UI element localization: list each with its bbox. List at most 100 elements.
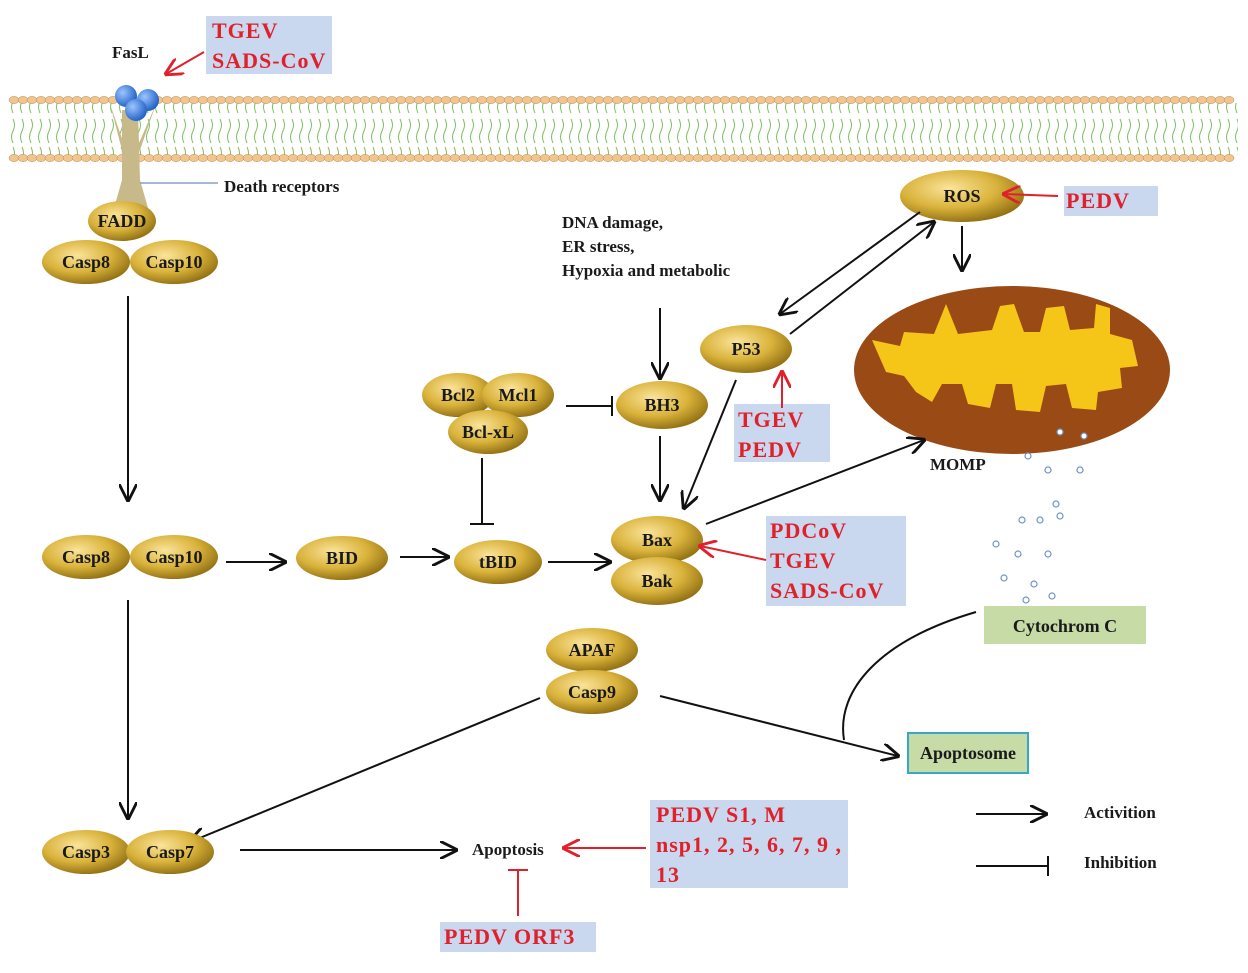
arrow-p53-to-bax — [684, 379, 737, 508]
phospholipid-head — [512, 154, 524, 162]
phospholipid-head — [107, 154, 119, 162]
phospholipid-head — [332, 154, 344, 162]
phospholipid-head — [764, 96, 776, 104]
phospholipid-head — [17, 154, 29, 162]
phospholipid-head — [836, 154, 848, 162]
fadd-label: FADD — [98, 211, 147, 231]
phospholipid-head — [836, 96, 848, 104]
phospholipid-head — [1097, 154, 1109, 162]
phospholipid-head — [575, 96, 587, 104]
phospholipid-head — [1196, 154, 1208, 162]
phospholipid-head — [737, 96, 749, 104]
phospholipid-head — [305, 154, 317, 162]
phospholipid-head — [314, 154, 326, 162]
phospholipid-head — [530, 96, 542, 104]
phospholipid-head — [269, 96, 281, 104]
phospholipid-head — [26, 96, 38, 104]
phospholipid-head — [773, 96, 785, 104]
ros-virus-1: PEDV — [1066, 188, 1130, 213]
phospholipid-head — [584, 154, 596, 162]
phospholipid-head — [161, 154, 173, 162]
arrow-casp9-to-apoptosome — [659, 695, 898, 756]
phospholipid-head — [629, 154, 641, 162]
phospholipid-head — [998, 154, 1010, 162]
phospholipid-head — [152, 154, 164, 162]
phospholipid-head — [1205, 96, 1217, 104]
phospholipid-head — [1034, 96, 1046, 104]
phospholipid-head — [764, 154, 776, 162]
phospholipid-head — [395, 154, 407, 162]
orf3-virus-label: PEDV ORF3 — [444, 924, 575, 949]
phospholipid-head — [35, 96, 47, 104]
phospholipid-head — [620, 96, 632, 104]
phospholipid-head — [179, 154, 191, 162]
stress-line-1: DNA damage, — [562, 213, 663, 232]
phospholipid-head — [566, 96, 578, 104]
phospholipid-head — [269, 154, 281, 162]
phospholipid-head — [1025, 96, 1037, 104]
phospholipid-head — [899, 154, 911, 162]
bax-label: Bax — [642, 530, 672, 550]
phospholipid-head — [701, 154, 713, 162]
ros-virus-box — [1064, 186, 1158, 216]
phospholipid-head — [161, 96, 173, 104]
arrow-casp9-to-casp7 — [190, 697, 541, 842]
phospholipid-head — [8, 154, 20, 162]
phospholipid-head — [1151, 96, 1163, 104]
phospholipid-head — [377, 96, 389, 104]
p53-virus-box — [734, 404, 830, 462]
phospholipid-head — [386, 154, 398, 162]
phospholipid-head — [197, 154, 209, 162]
phospholipid-head — [647, 96, 659, 104]
legend-inhibition-label: Inhibition — [1084, 853, 1157, 872]
phospholipid-head — [440, 96, 452, 104]
bclxl-node — [448, 410, 528, 454]
phospholipid-head — [440, 154, 452, 162]
phospholipid-head — [224, 96, 236, 104]
phospholipid-head — [935, 154, 947, 162]
phospholipid-head — [278, 96, 290, 104]
phospholipid-head — [1088, 154, 1100, 162]
phospholipid-head — [809, 96, 821, 104]
phospholipid-head — [710, 154, 722, 162]
ros-virus-arrow — [1004, 194, 1059, 196]
phospholipid-head — [980, 96, 992, 104]
phospholipid-head — [44, 96, 56, 104]
apaf-label: APAF — [569, 640, 616, 660]
phospholipid-head — [1070, 154, 1082, 162]
phospholipid-head — [1106, 96, 1118, 104]
phospholipid-head — [233, 154, 245, 162]
bax-virus-box — [766, 516, 906, 606]
phospholipid-head — [35, 154, 47, 162]
cytochrome-dot — [1052, 500, 1060, 508]
phospholipid-head — [1196, 96, 1208, 104]
phospholipid-head — [89, 96, 101, 104]
phospholipid-head — [98, 154, 110, 162]
phospholipid-head — [296, 96, 308, 104]
phospholipid-head — [1007, 96, 1019, 104]
phospholipid-head — [323, 154, 335, 162]
orf3-virus-box — [440, 922, 596, 952]
stress-line-3: Hypoxia and metabolic — [562, 261, 731, 280]
phospholipid-head — [332, 96, 344, 104]
phospholipid-head — [278, 154, 290, 162]
phospholipid-head — [611, 154, 623, 162]
cytochrome-c-box — [984, 606, 1146, 644]
phospholipid-head — [755, 96, 767, 104]
phospholipid-head — [494, 154, 506, 162]
phospholipid-head — [1169, 154, 1181, 162]
bax-virus-arrow — [700, 546, 767, 561]
phospholipid-head — [341, 154, 353, 162]
phospholipid-head — [224, 154, 236, 162]
phospholipid-head — [485, 154, 497, 162]
phospholipid-head — [170, 96, 182, 104]
phospholipid-head — [926, 96, 938, 104]
membrane-heads-top — [8, 96, 1235, 104]
phospholipid-head — [548, 154, 560, 162]
casp10-top-label: Casp10 — [145, 252, 202, 272]
phospholipid-head — [215, 154, 227, 162]
phospholipid-head — [1151, 154, 1163, 162]
phospholipid-head — [917, 154, 929, 162]
phospholipid-head — [899, 96, 911, 104]
phospholipid-head — [1124, 154, 1136, 162]
